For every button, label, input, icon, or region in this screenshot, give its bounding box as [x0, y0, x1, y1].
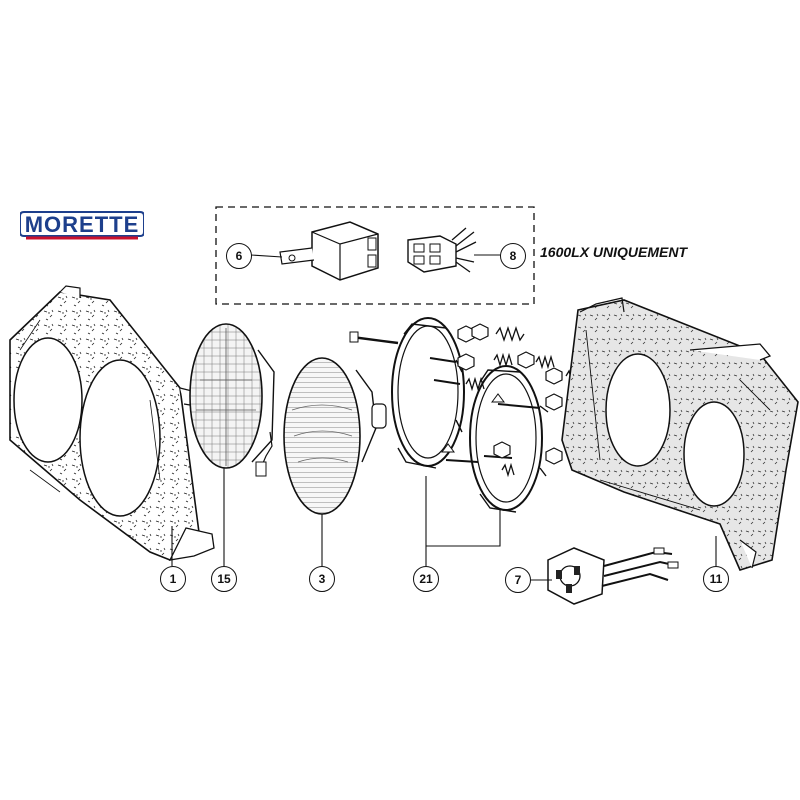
relay-socket [407, 227, 477, 273]
callout-1: 1 [160, 566, 186, 592]
leader-21 [425, 476, 501, 566]
callout-7: 7 [505, 567, 531, 593]
bulb-connector [547, 547, 679, 605]
relay [279, 221, 379, 281]
callout-8: 8 [500, 243, 526, 269]
callout-3: 3 [309, 566, 335, 592]
mounting-panel [561, 297, 799, 571]
brand-logo: MORETTE [19, 208, 145, 240]
headlight-bezel [9, 285, 215, 561]
leader-6 [250, 254, 283, 258]
model-note: 1600LX UNIQUEMENT [540, 244, 688, 260]
fasteners [457, 323, 579, 478]
headlamp-h4 [189, 323, 275, 477]
callout-21: 21 [413, 566, 439, 592]
optional-parts-frame [215, 206, 535, 305]
callout-15: 15 [211, 566, 237, 592]
brand-logo-frame [19, 211, 145, 240]
callout-11: 11 [703, 566, 729, 592]
headlamp-sealed-beam [283, 357, 387, 515]
callout-6: 6 [226, 243, 252, 269]
brand-logo-text: MORETTE [24, 212, 140, 237]
